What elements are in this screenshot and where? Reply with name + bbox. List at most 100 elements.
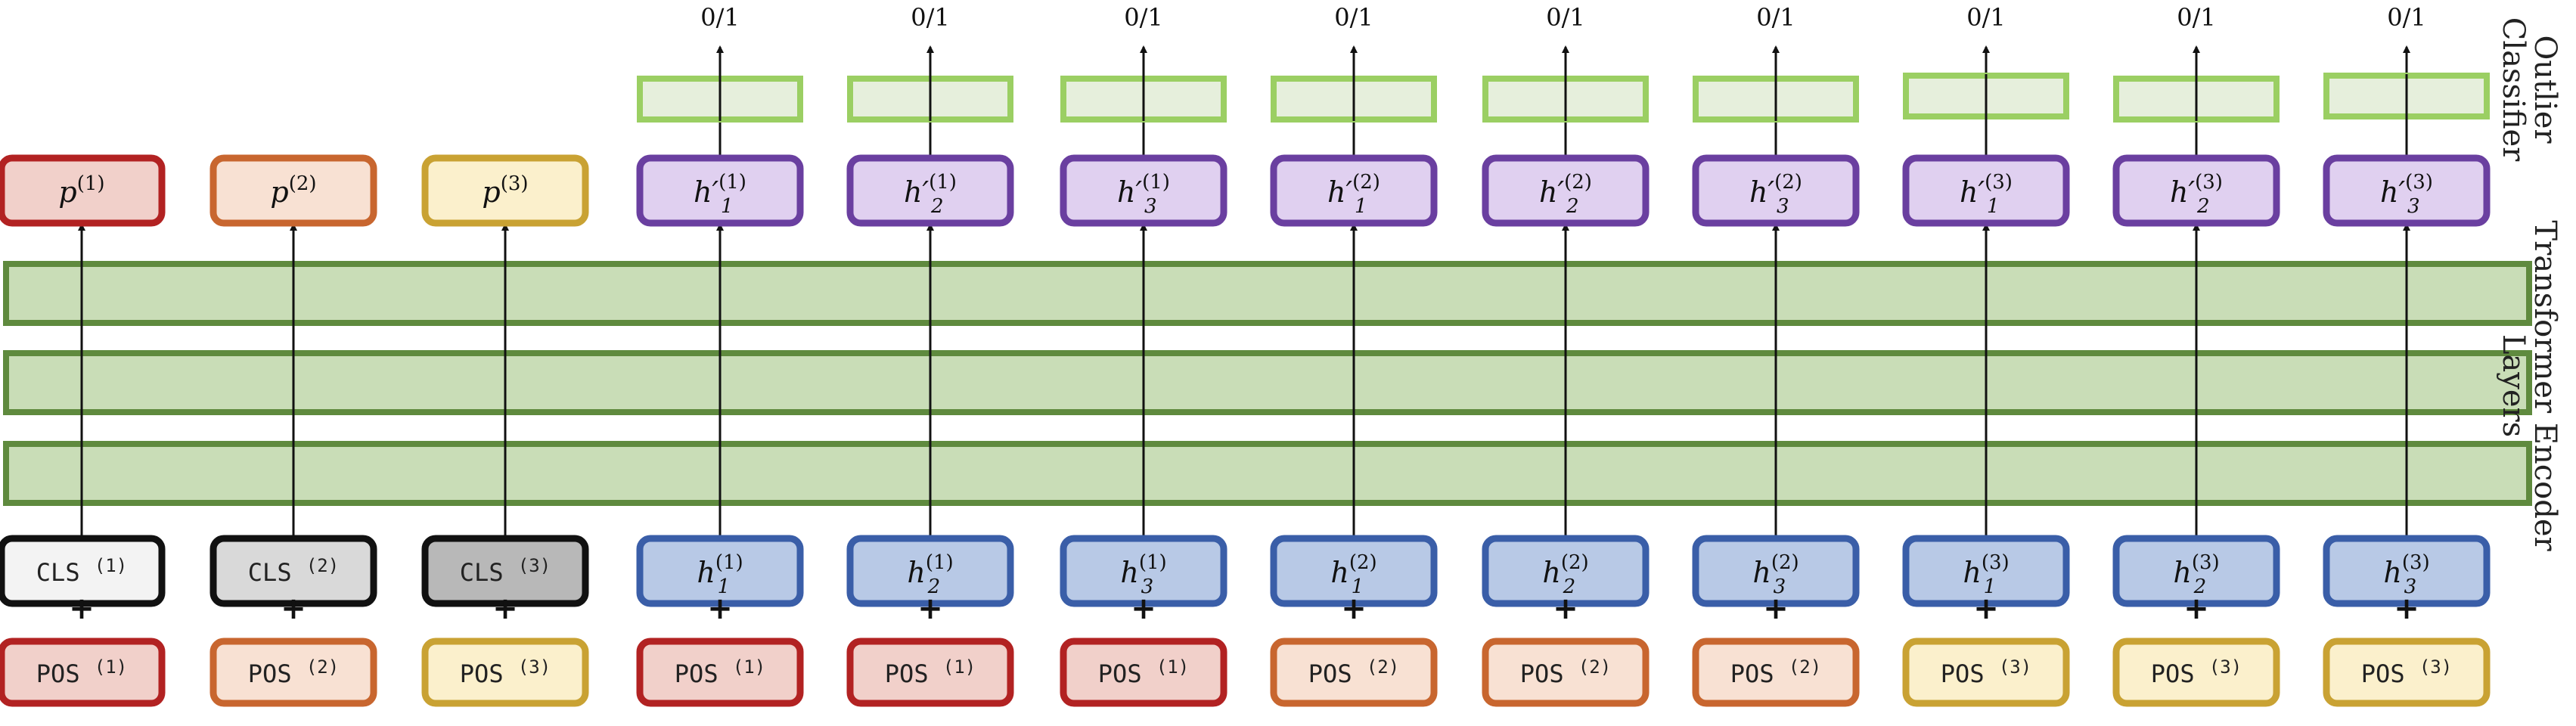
side-labels: Outlier Classifier Transformer Encoder L… <box>2496 17 2562 552</box>
hidden-output-box <box>1692 154 1860 227</box>
position-embedding-box <box>421 638 589 707</box>
output-label: 0/1 <box>2177 3 2216 32</box>
transformer-encoder-label-line-1: Transformer Encoder <box>2528 220 2562 551</box>
output-label: 0/1 <box>1966 3 2006 32</box>
hidden-output-box <box>1060 154 1227 227</box>
plus-sign: + <box>1553 591 1578 626</box>
hidden-input-label: h(1)2 <box>907 551 953 598</box>
plus-sign: + <box>707 591 733 626</box>
transformer-encoder-layers <box>3 261 2532 506</box>
hidden-output-label: h′(2)1 <box>1327 171 1380 218</box>
hidden-output-box <box>1902 154 2070 227</box>
plus-sign: + <box>1131 591 1156 626</box>
hidden-output-box <box>1482 154 1650 227</box>
prototype-box <box>209 154 377 227</box>
position-embedding-label: POS (1) <box>1098 656 1189 688</box>
hidden-input-label: h(2)2 <box>1542 551 1588 598</box>
hidden-input-box <box>1270 535 1438 607</box>
hidden-output-label: h′(1)2 <box>904 171 957 218</box>
plus-sign: + <box>1341 591 1367 626</box>
position-embedding-label: POS (2) <box>1308 656 1399 688</box>
output-label: 0/1 <box>1124 3 1163 32</box>
hidden-input-box <box>1482 535 1650 607</box>
output-label: 0/1 <box>1334 3 1373 32</box>
position-embedding-box <box>846 638 1014 707</box>
plus-sign: + <box>1763 591 1789 626</box>
position-embedding-box <box>636 638 804 707</box>
classifier-label-line-2: Classifier <box>2496 17 2531 162</box>
plus-sign: + <box>1973 591 1999 626</box>
output-label: 0/1 <box>700 3 740 32</box>
position-embedding-box <box>2323 638 2491 707</box>
encoder-layer-3 <box>3 441 2532 506</box>
hidden-input-box <box>1902 535 2070 607</box>
position-embedding-box <box>1692 638 1860 707</box>
hidden-input-label: h(3)2 <box>2173 551 2219 598</box>
prototype-box <box>421 154 589 227</box>
plus-sign: + <box>69 591 95 626</box>
hidden-input-box <box>2112 535 2280 607</box>
hidden-output-box <box>636 154 804 227</box>
layers-label-line-2: Layers <box>2496 334 2531 437</box>
position-embedding-label: POS (2) <box>1730 656 1821 688</box>
position-embedding-label: POS (3) <box>2361 656 2452 688</box>
plus-sign: + <box>2183 591 2209 626</box>
hidden-output-label: h′(2)3 <box>1749 171 1802 218</box>
position-embedding-box <box>1270 638 1438 707</box>
cls-token-box <box>209 535 377 607</box>
position-embedding-label: POS (2) <box>1520 656 1611 688</box>
hidden-output-box <box>846 154 1014 227</box>
position-embedding-box <box>1060 638 1227 707</box>
cls-token-box <box>0 535 166 607</box>
token-columns: p(1)CLS (1)+POS (1)p(2)CLS (2)+POS (2)p(… <box>0 3 2491 707</box>
output-label: 0/1 <box>2387 3 2426 32</box>
hidden-input-box <box>1692 535 1860 607</box>
hidden-output-label: h′(2)2 <box>1539 171 1592 218</box>
output-label: 0/1 <box>911 3 950 32</box>
encoder-layer-1 <box>3 261 2532 326</box>
hidden-input-label: h(3)3 <box>2383 551 2429 598</box>
encoder-layer-2 <box>3 350 2532 415</box>
hidden-output-box <box>2112 154 2280 227</box>
hidden-output-label: h′(1)1 <box>694 171 746 218</box>
hidden-input-label: h(2)3 <box>1752 551 1799 598</box>
position-embedding-label: POS (3) <box>1941 656 2031 688</box>
hidden-output-box <box>2323 154 2491 227</box>
hidden-output-label: h′(3)1 <box>1960 171 2013 218</box>
hidden-input-box <box>1060 535 1227 607</box>
hidden-input-label: h(2)1 <box>1330 551 1376 598</box>
position-embedding-label: POS (1) <box>885 656 976 688</box>
position-embedding-label: POS (1) <box>675 656 765 688</box>
hidden-output-label: h′(3)2 <box>2170 171 2223 218</box>
hidden-input-box <box>2323 535 2491 607</box>
plus-sign: + <box>917 591 943 626</box>
position-embedding-label: POS (1) <box>36 656 127 688</box>
position-embedding-box <box>209 638 377 707</box>
hidden-output-box <box>1270 154 1438 227</box>
plus-sign: + <box>281 591 306 626</box>
hidden-input-box <box>846 535 1014 607</box>
cls-token-label: CLS (3) <box>460 555 551 587</box>
hidden-input-label: h(3)1 <box>1963 551 2009 598</box>
position-embedding-box <box>2112 638 2280 707</box>
position-embedding-box <box>1902 638 2070 707</box>
position-embedding-label: POS (2) <box>248 656 339 688</box>
position-embedding-label: POS (3) <box>460 656 551 688</box>
hidden-input-label: h(1)3 <box>1120 551 1166 598</box>
cls-token-box <box>421 535 589 607</box>
output-label: 0/1 <box>1756 3 1795 32</box>
position-embedding-box <box>0 638 166 707</box>
prototype-label: p(1) <box>58 172 104 209</box>
hidden-input-label: h(1)1 <box>697 551 743 598</box>
prototype-label: p(3) <box>482 172 528 209</box>
plus-sign: + <box>492 591 518 626</box>
cls-token-label: CLS (2) <box>248 555 339 587</box>
output-label: 0/1 <box>1546 3 1585 32</box>
prototype-label: p(2) <box>270 172 316 209</box>
plus-sign: + <box>2394 591 2419 626</box>
hidden-output-label: h′(3)3 <box>2380 171 2433 218</box>
position-embedding-box <box>1482 638 1650 707</box>
outlier-label-line-1: Outlier <box>2528 35 2562 144</box>
prototype-box <box>0 154 166 227</box>
